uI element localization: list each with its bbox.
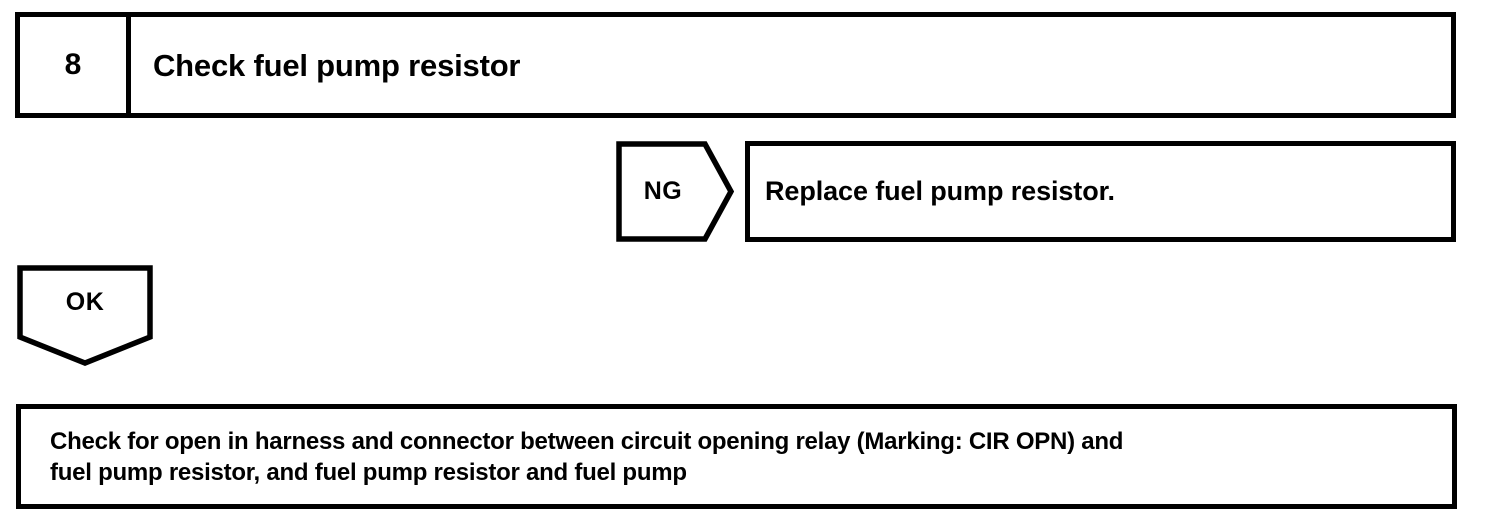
ng-action-text: Replace fuel pump resistor. xyxy=(765,176,1115,206)
ng-action-box: Replace fuel pump resistor. xyxy=(745,141,1456,242)
step-title: Check fuel pump resistor xyxy=(153,47,521,83)
ok-branch-label: OK xyxy=(65,287,105,316)
step-title-cell: Check fuel pump resistor xyxy=(136,17,1451,113)
ng-branch-marker: NG xyxy=(616,141,734,242)
ok-branch-marker: OK xyxy=(17,265,153,366)
result-box: Check for open in harness and connector … xyxy=(16,404,1457,509)
result-text-line-1: Check for open in harness and connector … xyxy=(50,427,1124,455)
result-text-line-2: fuel pump resistor, and fuel pump resist… xyxy=(50,458,687,486)
result-text: Check for open in harness and connector … xyxy=(21,426,1135,488)
step-row: 8 Check fuel pump resistor xyxy=(15,12,1456,118)
ng-arrow-icon xyxy=(616,141,734,242)
ok-arrow-icon xyxy=(17,265,153,366)
step-number-cell: 8 xyxy=(20,17,131,113)
step-number: 8 xyxy=(64,48,82,81)
ng-branch-label: NG xyxy=(643,177,683,205)
